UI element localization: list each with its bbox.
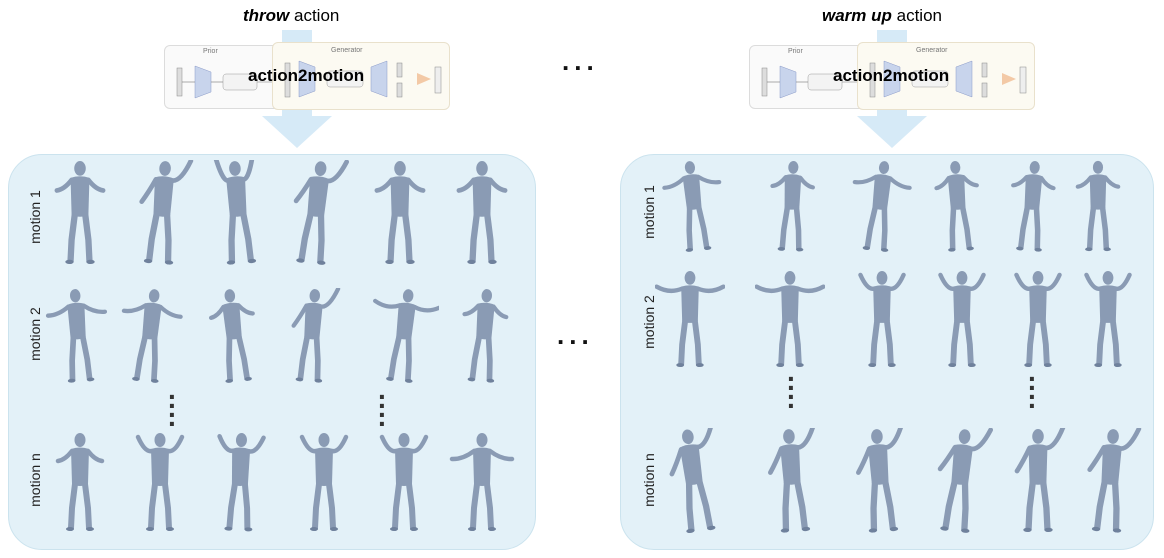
panel-throw	[8, 154, 536, 550]
generator-graph	[869, 60, 1027, 98]
vertical-dots: ····	[1028, 363, 1038, 421]
human-figure	[217, 433, 266, 532]
human-figure	[121, 289, 183, 383]
generator-box: Generator	[272, 42, 450, 110]
action-suffix: action	[289, 6, 340, 25]
human-figure	[374, 161, 426, 264]
human-figure	[1087, 428, 1142, 533]
human-figure	[655, 270, 725, 368]
row-label-motion-n: motion n	[27, 453, 43, 507]
row-label-motion-1: motion 1	[641, 185, 657, 239]
human-figure	[55, 433, 105, 531]
human-figure	[938, 270, 986, 368]
row-label-motion-2: motion 2	[27, 307, 43, 361]
row-label-motion-1: motion 1	[27, 190, 43, 244]
vertical-dots: ····	[168, 381, 178, 439]
action-name-throw: throw	[243, 6, 290, 25]
prior-box: Prior	[164, 45, 286, 109]
human-figure	[291, 288, 341, 383]
model-label-right: action2motion	[833, 66, 950, 85]
human-figure	[462, 289, 509, 383]
human-figure	[54, 161, 106, 264]
human-figure	[456, 161, 508, 264]
prior-graph	[176, 65, 279, 99]
human-figure	[373, 289, 439, 383]
human-figure	[669, 428, 716, 533]
human-figure	[934, 161, 979, 252]
human-figure	[293, 160, 350, 265]
prior-label: Prior	[203, 48, 218, 55]
generator-graph	[284, 60, 442, 98]
human-figure	[208, 289, 255, 383]
human-figure	[768, 428, 816, 533]
row-label-motion-n: motion n	[641, 453, 657, 507]
action-suffix: action	[891, 6, 942, 25]
model-label-left: action2motion	[248, 66, 365, 85]
human-figure	[662, 161, 722, 252]
prior-graph	[761, 65, 864, 99]
ellipsis-top: ...	[562, 46, 599, 76]
human-figure	[852, 161, 912, 252]
human-figure	[856, 428, 904, 533]
human-figure	[755, 270, 825, 368]
human-figure	[139, 160, 194, 265]
human-figure	[1011, 161, 1056, 252]
vertical-dots: ····	[378, 381, 388, 439]
human-figure	[1014, 428, 1066, 532]
human-figure	[770, 160, 815, 252]
model-diagram-right: Prior Generator action2motion	[749, 42, 1035, 110]
prior-box: Prior	[749, 45, 871, 109]
human-figure	[937, 428, 994, 533]
ellipsis-middle: ...	[557, 320, 594, 350]
human-figure	[212, 160, 257, 265]
human-figure	[379, 433, 429, 531]
generator-label: Generator	[331, 47, 363, 54]
vertical-dots: ····	[787, 363, 797, 421]
human-figure	[1084, 270, 1132, 368]
action-name-warm-up: warm up	[822, 6, 892, 25]
human-figure	[1014, 270, 1062, 368]
title-throw: throw action	[243, 6, 339, 26]
human-figure	[1075, 160, 1121, 252]
title-warm-up: warm up action	[822, 6, 942, 26]
human-figure	[299, 433, 349, 531]
prior-label: Prior	[788, 48, 803, 55]
human-figure	[45, 289, 108, 383]
model-diagram-left: Prior Generator action2motion	[164, 42, 450, 110]
human-figure	[135, 433, 185, 531]
generator-label: Generator	[916, 47, 948, 54]
human-figure	[449, 433, 515, 531]
generator-box: Generator	[857, 42, 1035, 110]
human-figure	[858, 270, 906, 368]
